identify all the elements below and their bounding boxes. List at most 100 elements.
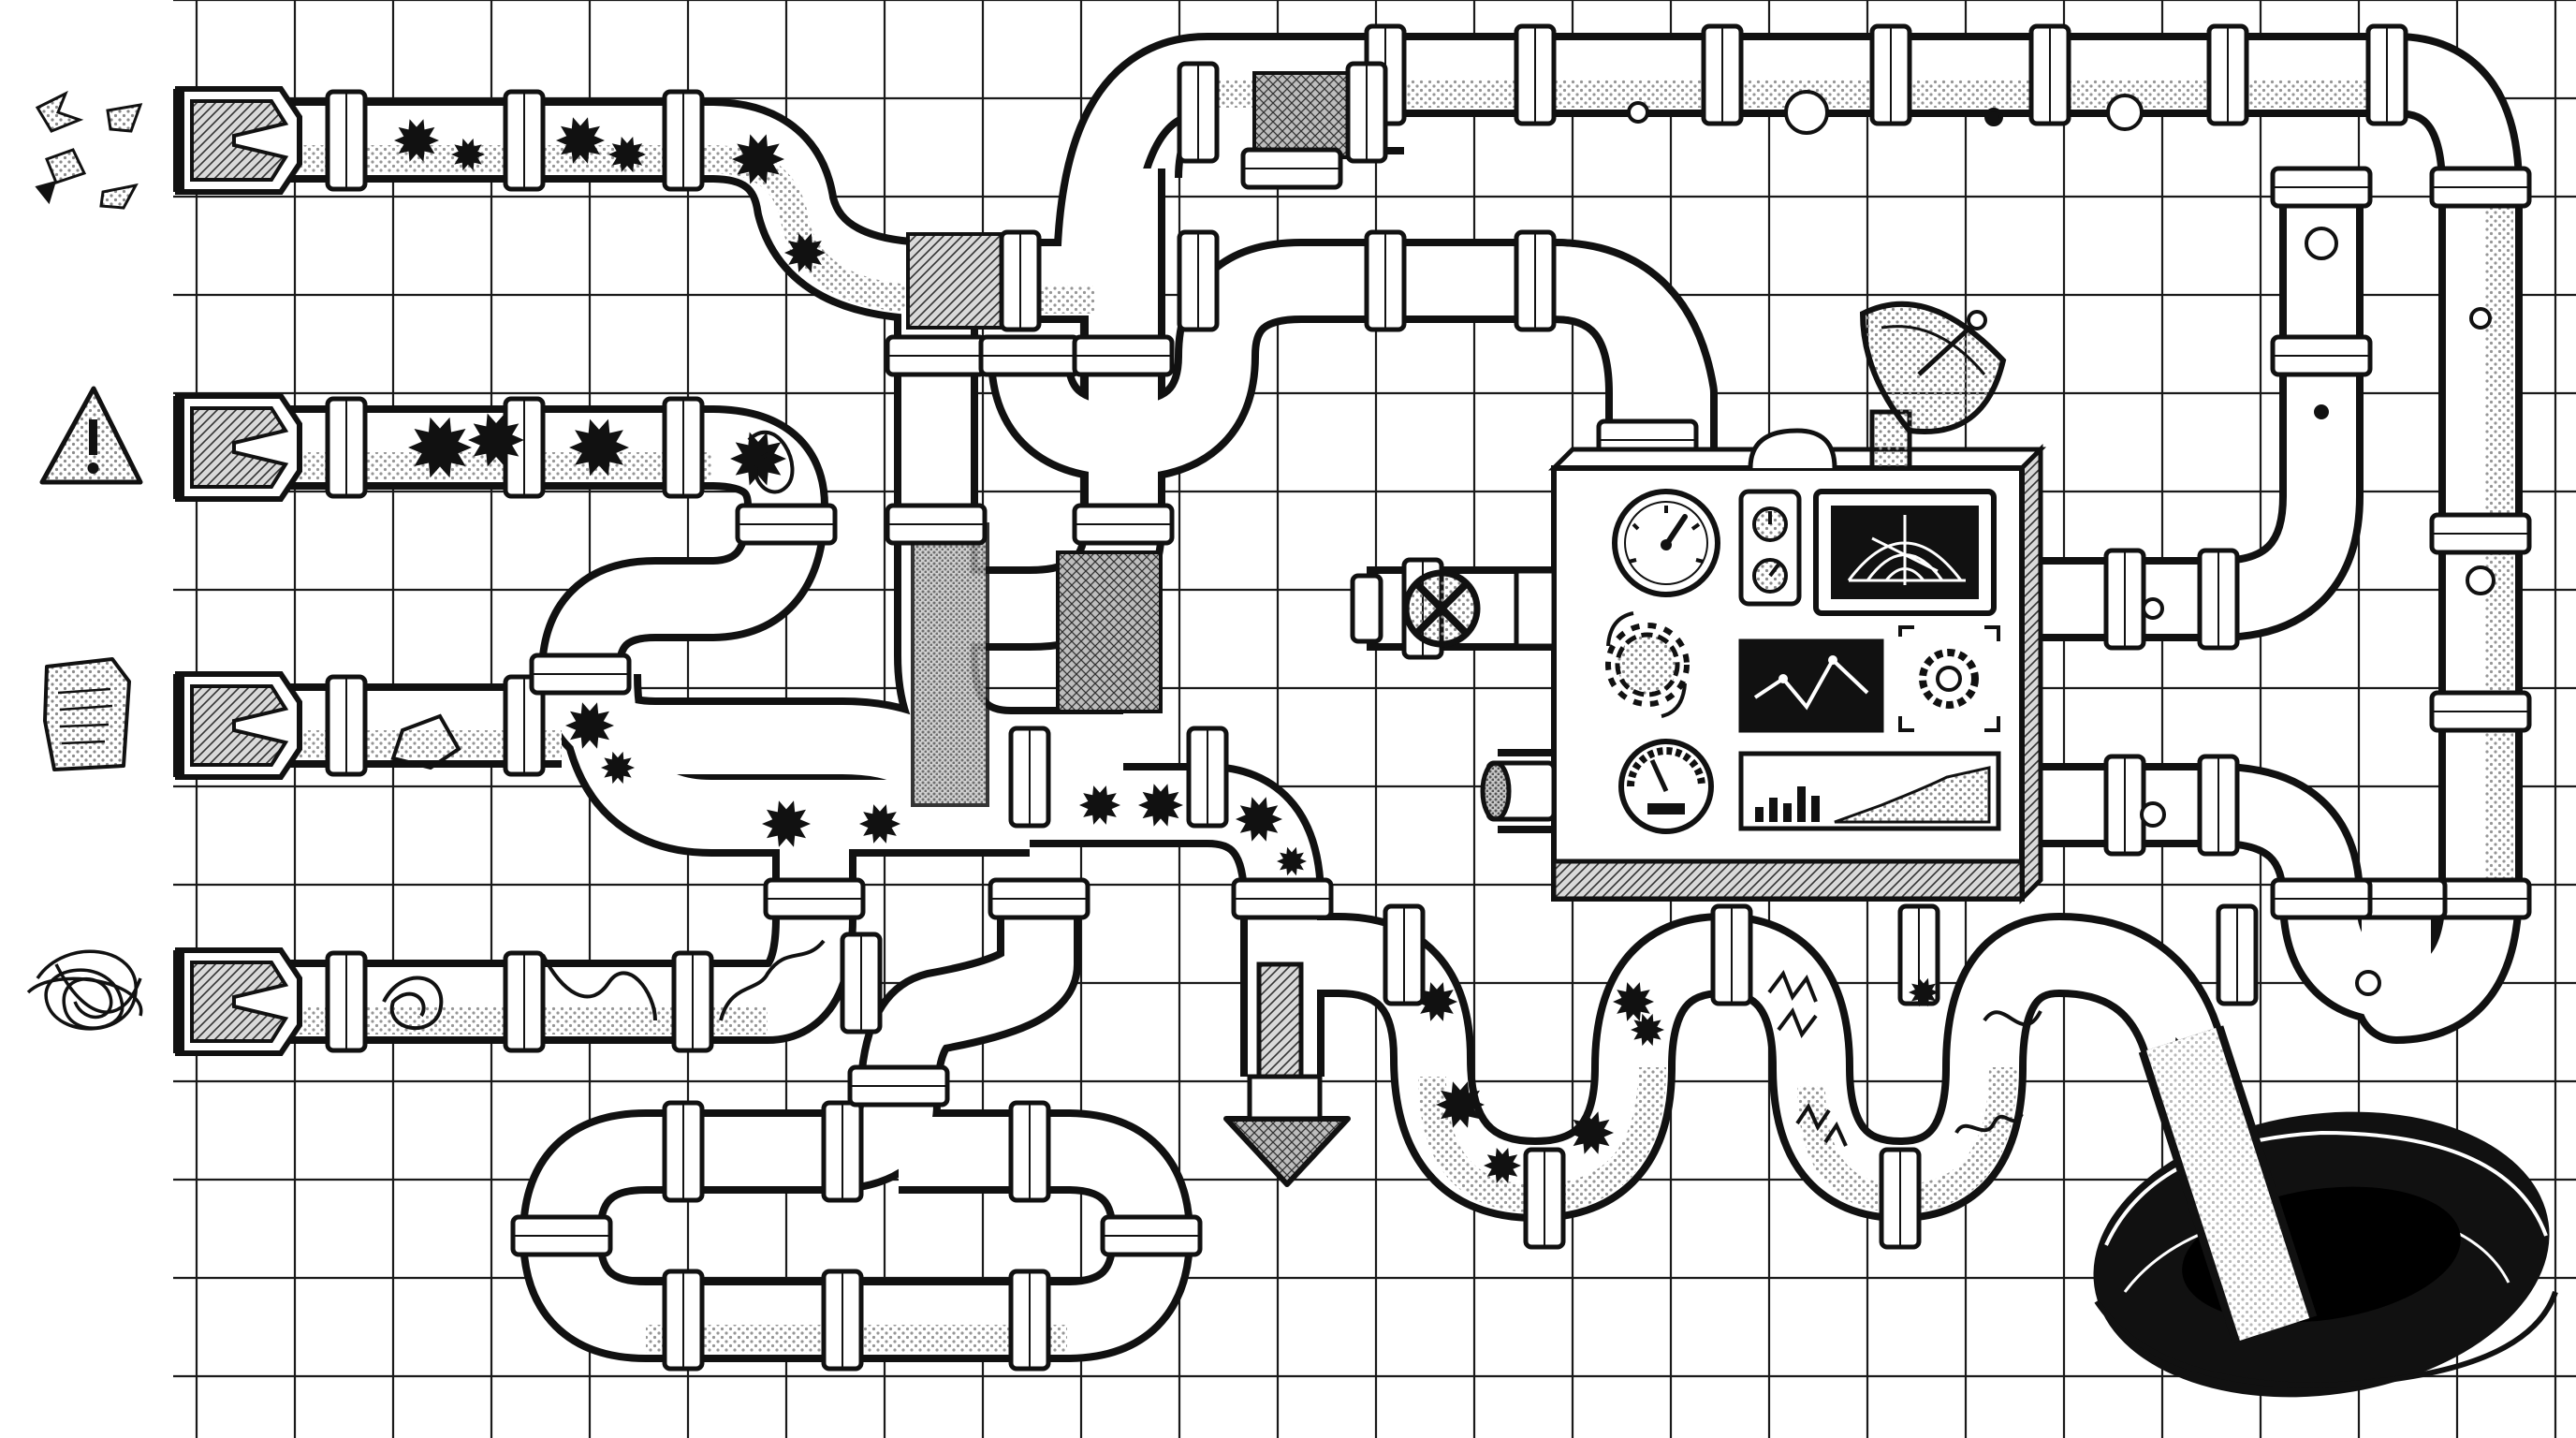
broken-shards-icon: [35, 90, 143, 210]
pipe-coupling: [1072, 334, 1175, 377]
pipe-coupling: [503, 950, 546, 1053]
pipe-coupling: [2103, 754, 2146, 857]
pipe-coupling: [2429, 512, 2532, 555]
debris-blob: [762, 800, 811, 847]
pipe-coupling: [885, 503, 988, 546]
debris-blob: [565, 702, 614, 749]
pipe-rivet: [2106, 94, 2144, 131]
pipe-coupling: [510, 1214, 613, 1257]
pipe-rivet: [1984, 108, 2003, 126]
inlet-mouth: [173, 947, 302, 1056]
pipe-rivet: [1627, 101, 1649, 124]
pipe-coupling: [885, 334, 988, 377]
pipe-rivet: [2142, 597, 2164, 620]
pipe-coupling: [662, 1269, 705, 1372]
pipe-coupling: [840, 932, 883, 1034]
pipe-rivet: [2355, 970, 2381, 996]
pipe-coupling: [1514, 23, 1557, 126]
debris-blob: [1909, 977, 1939, 1007]
debris-blob: [1484, 1148, 1521, 1183]
pipe-coupling: [978, 334, 1081, 377]
pipe-coupling: [999, 229, 1042, 332]
debris-blob: [569, 418, 629, 477]
pipe-coupling: [2270, 166, 2373, 209]
pipe-coupling: [821, 1100, 864, 1203]
debris-blob: [1569, 1111, 1614, 1154]
pipe-coupling: [1177, 61, 1220, 164]
debris-squiggle: [1767, 969, 1818, 1039]
pipe-rivet: [1784, 90, 1829, 135]
inlet-mouths: [173, 86, 302, 1056]
debris-squiggle: [382, 976, 444, 1030]
pipe-rivet: [2314, 404, 2329, 419]
pipe-coupling: [1186, 726, 1229, 829]
radar-screen-icon: [1813, 489, 1997, 616]
debris-blob: [1631, 1013, 1664, 1047]
pipe-coupling: [2429, 166, 2532, 209]
inlet-mouth: [173, 671, 302, 780]
pipe-coupling: [2028, 23, 2071, 126]
pipe-coupling: [662, 396, 705, 499]
bar-chart-screen-icon: [1738, 751, 2001, 831]
warning-triangle-icon: [39, 386, 143, 485]
debris-squiggle: [1954, 1112, 2024, 1135]
debris-squiggle: [1983, 1010, 2042, 1027]
debris-blob: [1236, 797, 1282, 842]
pipe-coupling: [2365, 23, 2408, 126]
debris-blob: [468, 413, 524, 467]
pipe-coupling: [988, 877, 1090, 920]
debris-squiggle: [541, 954, 657, 1021]
pipe-coupling: [1383, 903, 1426, 1006]
pipe-coupling: [1345, 61, 1388, 164]
tangled-scribble-icon: [26, 949, 143, 1031]
debris-blob: [859, 804, 900, 844]
pipe-debris: [382, 90, 2496, 1256]
pipe-coupling: [662, 1100, 705, 1203]
debris-squiggle: [1795, 1102, 1848, 1147]
pipe-coupling: [529, 653, 632, 696]
pipe-rivet: [2469, 307, 2492, 330]
pipe-coupling: [2429, 690, 2532, 733]
pipe-coupling: [2270, 334, 2373, 377]
pipe-rivet: [2305, 227, 2338, 260]
pipe-coupling: [325, 396, 368, 499]
pipe-coupling: [735, 503, 838, 546]
pipe-coupling: [2270, 877, 2373, 920]
pipe-coupling: [763, 877, 866, 920]
pipe-coupling: [1869, 23, 1912, 126]
debris-blob: [784, 233, 826, 272]
debris-blob: [1613, 982, 1654, 1021]
pipe-coupling: [1008, 1100, 1051, 1203]
pipe-coupling: [325, 950, 368, 1053]
debris-blob: [408, 417, 472, 478]
pipe-coupling: [1879, 1147, 1922, 1250]
debris-blob: [1138, 784, 1183, 827]
debris-squiggle: [390, 713, 461, 770]
debris-blob: [1436, 1081, 1485, 1128]
waveform-screen-icon: [1738, 638, 1884, 733]
speed-gauge-icon: [1618, 739, 1714, 834]
pipe-coupling: [2197, 754, 2240, 857]
pipe-coupling: [671, 950, 714, 1053]
debris-blob: [732, 134, 784, 184]
pipe-couplings: [325, 23, 2532, 1372]
inlet-mouth: [173, 86, 302, 195]
pipe-coupling: [1701, 23, 1744, 126]
pipe-rivet: [2466, 565, 2496, 595]
debris-blob: [601, 751, 635, 785]
pipe-coupling: [1231, 877, 1334, 920]
debris-blob: [556, 117, 605, 164]
pipe-coupling: [2103, 548, 2146, 651]
pipe-coupling: [1514, 229, 1557, 332]
crumpled-document-icon: [43, 657, 131, 771]
pipe-coupling: [2197, 548, 2240, 651]
control-panel: [1350, 301, 2047, 905]
debris-blob: [394, 119, 439, 162]
black-hole-drain-icon: [2093, 1025, 2558, 1398]
pipe-coupling: [503, 89, 546, 192]
pipe-coupling: [1008, 1269, 1051, 1372]
nozzle-stub: [1480, 760, 1557, 822]
debris-squiggle: [747, 430, 795, 494]
